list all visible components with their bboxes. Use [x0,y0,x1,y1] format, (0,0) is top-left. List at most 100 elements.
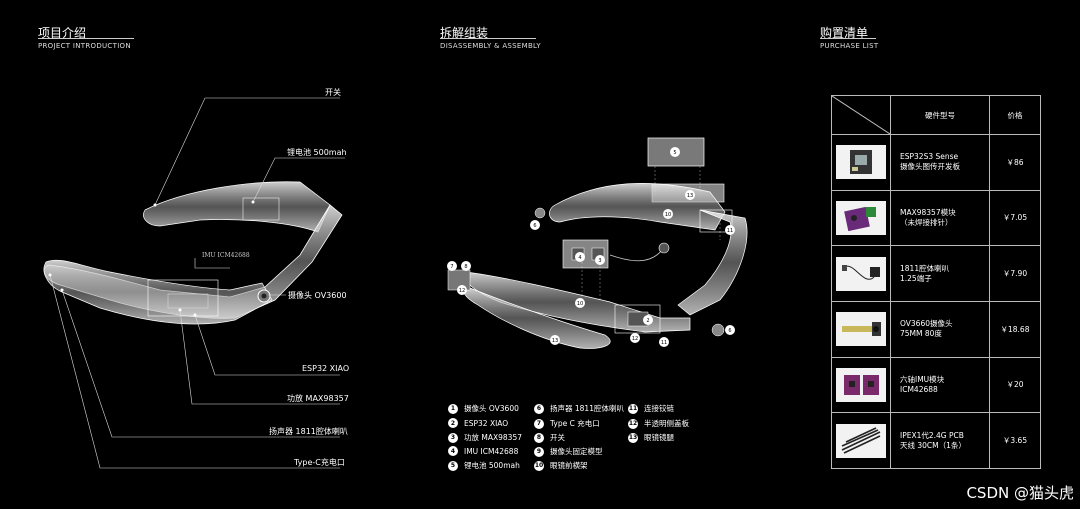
model-line2: 1.25端子 [900,273,932,283]
price-cell: ￥86 [989,134,1041,191]
callout-battery: 锂电池 500mah [287,148,347,157]
esp32-board-thumbnail [836,145,886,180]
marker-11b: 11 [659,337,669,347]
header-model: 硬件型号 [890,95,990,135]
intro-title: 项目介绍 [38,26,87,40]
model-line2: 天线 30CM（1条） [900,440,966,450]
purchase-title-underline [820,38,876,39]
callout-camera: 摄像头 OV3600 [288,291,347,300]
header-price: 价格 [989,95,1041,135]
header-diagonal-cell [831,95,891,135]
svg-text:11: 11 [727,228,733,234]
model-line2: 75MM 80度 [900,329,942,339]
price-cell: ￥7.90 [989,245,1041,302]
marker-10b: 10 [575,298,585,308]
purchase-subtitle: PURCHASE LIST [820,42,879,50]
exploded-glasses-illustration: 5 13 10 11 6 4 3 7 8 12 10 13 12 2 11 6 [447,137,748,349]
model-line1: ESP32S3 Sense [900,152,959,162]
price-cell: ￥3.65 [989,412,1041,469]
assembly-title: 拆解组装 [440,26,489,40]
intro-battery-compartment [242,197,280,221]
svg-text:6: 6 [533,223,536,229]
svg-text:3: 3 [598,258,601,264]
amp-module-thumbnail [836,200,886,235]
price-cell: ￥20 [989,356,1041,414]
svg-text:4: 4 [578,255,581,261]
svg-text:13: 13 [687,193,693,199]
marker-13b: 13 [550,335,560,345]
intro-subtitle: PROJECT INTRODUCTION [38,42,131,50]
callout-imu: IMU ICM42688 [202,252,250,259]
intro-electronics-block [147,279,219,317]
price-cell: ￥18.68 [989,300,1041,358]
price-cell: ￥7.05 [989,189,1041,247]
model-line1: MAX98357模块 [900,207,956,217]
antenna-thumbnail [836,423,886,458]
marker-8: 8 [461,261,471,271]
marker-12a: 12 [457,285,467,295]
intro-glasses-illustration [43,97,345,469]
marker-11a: 11 [725,225,735,235]
marker-7: 7 [447,261,457,271]
marker-2: 2 [643,315,653,325]
marker-6b: 6 [725,325,735,335]
model-line2: （未焊接排针） [900,217,953,227]
callout-speaker: 扬声器 1811腔体喇叭 [269,427,348,436]
callout-amp: 功放 MAX98357 [287,394,349,403]
camera-thumbnail [836,312,886,347]
diagonal-line-icon [832,96,890,134]
svg-text:7: 7 [450,264,453,270]
marker-13a: 13 [685,190,695,200]
svg-text:2: 2 [646,318,649,324]
model-line1: OV3660摄像头 [900,319,953,329]
model-line1: IPEX1代2.4G PCB [900,430,964,440]
svg-text:6: 6 [728,328,731,334]
table-row: MAX98357模块（未焊接排针） ￥7.05 [831,189,1041,247]
svg-text:13: 13 [552,338,558,344]
svg-text:5: 5 [673,150,676,156]
svg-text:11: 11 [661,340,667,346]
assembly-title-underline [440,38,536,39]
svg-text:10: 10 [577,301,583,307]
svg-text:8: 8 [464,264,467,270]
speaker-thumbnail [836,256,886,291]
marker-4: 4 [575,252,585,262]
model-line2: ICM42688 [900,384,938,394]
svg-text:12: 12 [459,288,465,294]
svg-text:12: 12 [632,336,638,342]
table-header-row: 硬件型号 价格 [831,95,1041,135]
callout-switch: 开关 [325,88,341,97]
purchase-title: 购置清单 [820,26,869,40]
imu-module-thumbnail [836,367,886,402]
model-line1: 1811腔体喇叭 [900,263,950,273]
marker-12b: 12 [630,333,640,343]
svg-text:10: 10 [665,212,671,218]
model-line2: 摄像头图传开发板 [900,162,960,172]
callout-esp32: ESP32 XIAO [302,364,350,373]
intro-title-underline [38,38,134,39]
csdn-watermark: CSDN @猫头虎 [966,484,1074,502]
marker-10a: 10 [663,209,673,219]
model-line1: 六轴IMU模块 [900,374,945,384]
marker-6a: 6 [530,220,540,230]
marker-5: 5 [670,147,680,157]
callout-typec: Type-C充电口 [294,458,345,467]
